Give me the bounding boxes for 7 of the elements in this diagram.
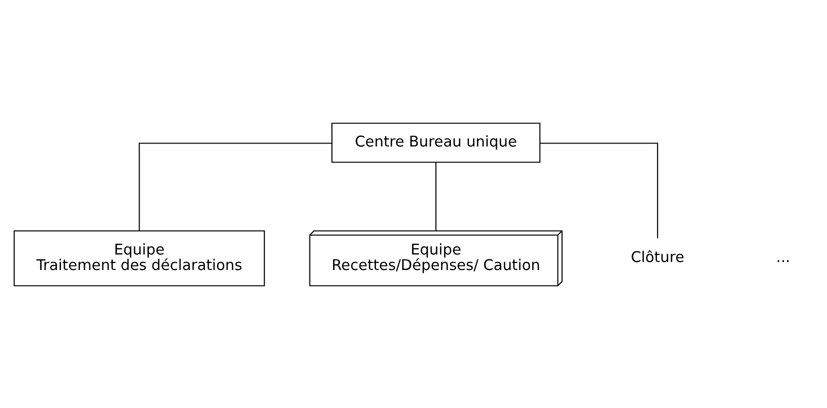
node-text: Clôture — [630, 248, 684, 266]
connector — [434, 162, 436, 230]
connector — [138, 142, 332, 230]
label: ... — [776, 248, 790, 266]
node-box: Equipe Traitement des déclarations — [13, 230, 264, 286]
node-box: Centre Bureau unique — [330, 122, 540, 162]
connector — [539, 142, 658, 238]
